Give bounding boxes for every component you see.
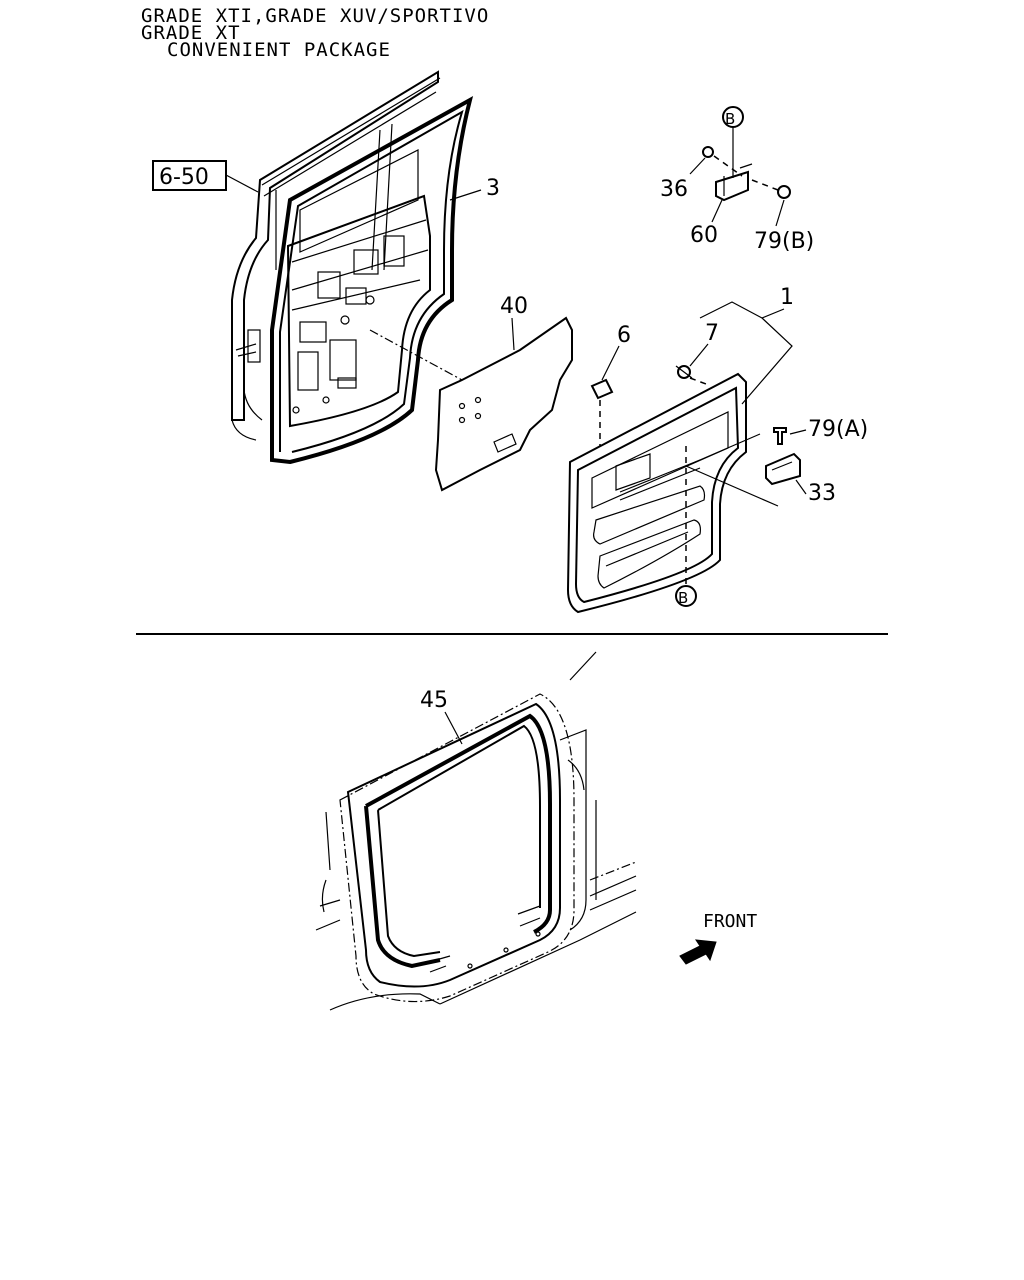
door-trim-panel — [566, 372, 747, 614]
front-arrow-icon — [679, 939, 717, 965]
callout-60: 60 — [690, 223, 718, 248]
callout-79a: 79(A) — [808, 417, 868, 442]
header-package-line: CONVENIENT PACKAGE — [167, 39, 391, 61]
circle-b-top: B — [725, 110, 735, 128]
callout-33: 33 — [808, 481, 836, 506]
header-grade-line-2: GRADE XT — [141, 22, 241, 44]
door-inner-panel — [235, 149, 431, 428]
pull-cup-33 — [765, 452, 801, 486]
screw-79a — [773, 427, 787, 445]
callout-3: 3 — [486, 176, 500, 201]
callout-36: 36 — [660, 177, 688, 202]
callout-40: 40 — [500, 294, 528, 319]
ref-label-6-50: 6-50 — [159, 165, 209, 190]
body-door-opening — [315, 651, 637, 1011]
callout-45: 45 — [420, 688, 448, 713]
door-weatherstrip — [270, 95, 474, 465]
sealing-sheet — [434, 316, 573, 492]
bracket-assembly: B — [702, 106, 791, 202]
circle-b-bottom: B — [678, 589, 688, 607]
push-fastener — [675, 365, 693, 379]
header-grade-line-1: GRADE XTI,GRADE XUV/SPORTIVO — [141, 5, 490, 27]
callout-1: 1 — [780, 285, 794, 310]
circle-b-bottom-ring — [675, 585, 697, 607]
callout-7: 7 — [705, 321, 719, 346]
front-label: FRONT — [703, 911, 757, 932]
callout-79b: 79(B) — [754, 229, 814, 254]
clip-part — [590, 378, 614, 400]
callout-6: 6 — [617, 323, 631, 348]
door-outer-frame — [231, 70, 441, 441]
